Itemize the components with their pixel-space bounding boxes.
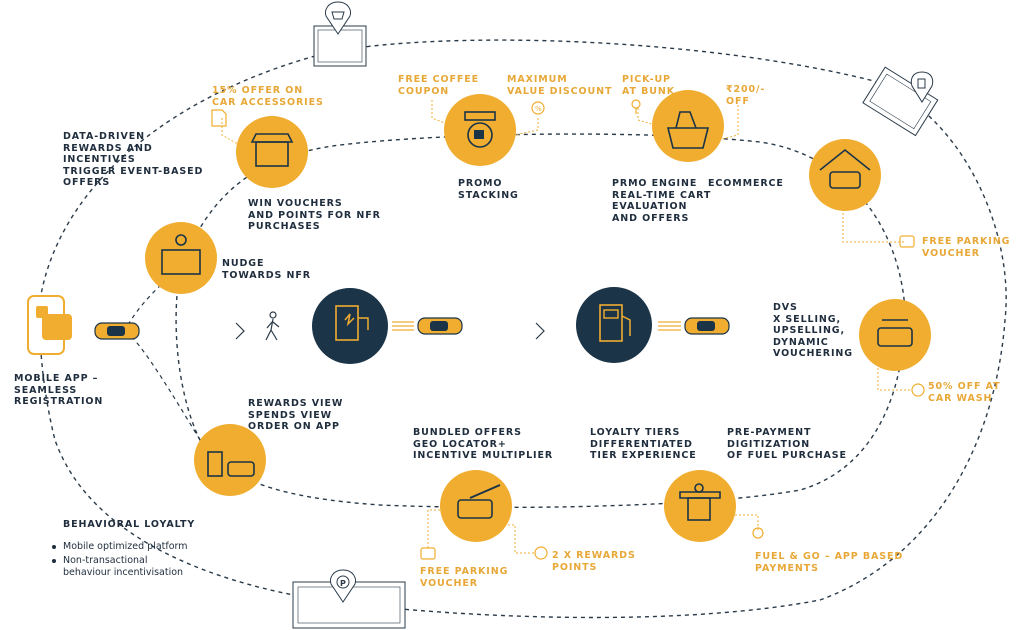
nudge-label: NUDGE TOWARDS NFR <box>222 258 311 281</box>
rewards-points-label: 2 X REWARDS POINTS <box>552 550 636 573</box>
parking-sign-icon: P <box>292 569 406 629</box>
free-coffee-label: FREE COFFEE COUPON <box>398 74 479 97</box>
bullet-item: Mobile optimized platform <box>50 541 188 553</box>
promo-engine-label: PRMO ENGINE REAL-TIME CART EVALUATION AN… <box>612 178 712 224</box>
fuel-station-sign-icon <box>862 66 939 137</box>
left-connector-bottom <box>129 334 201 441</box>
loyalty-tiers-label: LOYALTY TIERS DIFFERENTIATED TIER EXPERI… <box>590 427 697 461</box>
ev-charger-icon <box>312 288 388 364</box>
data-driven-label: DATA-DRIVEN REWARDS AND INCENTIVES TRIGG… <box>63 131 204 188</box>
bullet-item: Non-transactional behaviour incentivisat… <box>50 555 188 579</box>
discount-badge-icon <box>531 101 545 115</box>
svg-text:P: P <box>340 579 346 588</box>
parking-ticket-icon-right <box>899 235 915 248</box>
rewards-view-label: REWARDS VIEW SPENDS VIEW ORDER ON APP <box>248 398 344 432</box>
charging-car-icon <box>194 424 266 496</box>
walking-person-icon <box>265 311 280 341</box>
free-parking-bottom-label: FREE PARKING VOUCHER <box>420 566 509 589</box>
shopping-cart-sign-icon <box>313 1 367 67</box>
parking-ticket-icon-bottom <box>420 547 436 560</box>
coffee-sign-icon <box>444 94 516 166</box>
chevron-right-icon <box>235 322 245 340</box>
bundled-offers-label: BUNDLED OFFERS GEO LOCATOR+ INCENTIVE MU… <box>413 427 554 461</box>
outer-loop-path <box>38 39 1007 619</box>
car-garage-icon <box>809 139 881 211</box>
car-wash-label: 50% OFF AT CAR WASH <box>928 381 1001 404</box>
max-discount-label: MAXIMUM VALUE DISCOUNT <box>507 74 613 97</box>
free-parking-right-label: FREE PARKING VOUCHER <box>922 236 1011 259</box>
car-icon-mid-right <box>684 317 730 335</box>
fuel-pin-icon <box>910 71 934 103</box>
fuel-go-label: FUEL & GO – APP BASED PAYMENTS <box>755 551 904 574</box>
fuel-pay-station-icon <box>664 470 736 542</box>
car-icon-left <box>94 322 140 340</box>
toll-gate-icon <box>440 470 512 542</box>
dvs-label: DVS X SELLING, UPSELLING, DYNAMIC VOUCHE… <box>773 302 853 359</box>
svg-text:%: % <box>535 105 542 113</box>
accessories-offer-label: 15% OFFER ON CAR ACCESSORIES <box>212 85 324 108</box>
pickup-label: PICK-UP AT BUNK <box>622 74 675 97</box>
payment-coin-icon <box>752 527 764 539</box>
rs200-label: ₹200/- Off <box>726 84 766 107</box>
fuel-shop-icon <box>145 222 217 294</box>
accessory-shop-icon <box>236 116 308 188</box>
car-wash-icon <box>859 299 931 371</box>
prepayment-label: PRE-PAYMENT DIGITIZATION OF FUEL PURCHAS… <box>727 427 847 461</box>
tag-icon <box>211 109 227 127</box>
pickup-pin-icon <box>631 99 641 114</box>
promo-stacking-label: PROMO STACKING <box>458 178 519 201</box>
chevron-right-icon <box>535 322 545 340</box>
mobile-app-label: MOBILE APP – SEAMLESS REGISTRATION <box>14 373 104 407</box>
fuel-pump-icon <box>576 287 652 363</box>
win-vouchers-label: WIN VOUCHERS AND POINTS FOR NFR PURCHASE… <box>248 198 381 232</box>
percent-badge-icon <box>911 383 925 397</box>
behavioral-loyalty-title: BEHAVIORAL LOYALTY <box>63 519 196 530</box>
car-icon-mid-left <box>417 317 463 335</box>
mobile-app-icon <box>27 295 72 355</box>
reward-medal-icon <box>534 546 548 560</box>
motion-dashes <box>392 321 681 331</box>
behavioral-loyalty-list: Mobile optimized platform Non-transactio… <box>50 541 188 581</box>
ecommerce-label: ECOMMERCE <box>708 178 784 189</box>
grocery-basket-icon <box>652 90 724 162</box>
